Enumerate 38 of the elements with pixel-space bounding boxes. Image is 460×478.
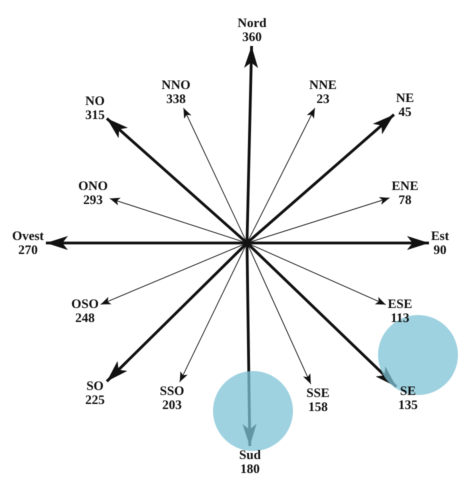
bearing-value: 23 — [316, 92, 330, 106]
bearing-value: 315 — [85, 108, 105, 122]
direction-name: SSE — [306, 386, 330, 400]
direction-name: NE — [396, 91, 414, 105]
bearing-value: 360 — [241, 30, 263, 44]
bearing-value: 338 — [165, 92, 187, 106]
direction-name: Nord — [238, 16, 266, 30]
arrow — [106, 242, 248, 382]
arrow — [247, 236, 429, 250]
bearing-value: 248 — [74, 311, 96, 325]
bearing-value: 293 — [82, 193, 104, 207]
direction-name: SE — [399, 384, 417, 398]
direction-name: OSO — [71, 297, 99, 311]
arrow — [246, 114, 395, 244]
bearing-value: 78 — [398, 193, 412, 207]
direction-name: ESE — [388, 297, 412, 311]
bearing-value: 135 — [398, 398, 418, 412]
bearing-value: 270 — [17, 243, 39, 257]
direction-name: NNE — [309, 78, 337, 92]
bearing-value: 180 — [239, 462, 261, 476]
bearing-value: 113 — [390, 311, 410, 325]
direction-name: NNO — [162, 78, 190, 92]
bearing-value: 203 — [161, 398, 183, 412]
direction-name: SO — [85, 379, 105, 393]
direction-name: ENE — [392, 179, 418, 193]
bearing-value: 90 — [432, 243, 448, 257]
direction-name: ONO — [78, 179, 108, 193]
bearing-value: 158 — [307, 400, 329, 414]
direction-name: Sud — [239, 448, 261, 462]
direction-name: Est — [430, 229, 450, 243]
arrow — [106, 117, 248, 244]
arrow — [244, 46, 258, 244]
direction-name: SSO — [160, 384, 184, 398]
bearing-value: 45 — [398, 105, 412, 119]
bearing-value: 225 — [85, 393, 105, 407]
direction-name: NO — [85, 94, 105, 108]
arrow — [46, 236, 247, 250]
direction-name: Ovest — [12, 229, 44, 243]
